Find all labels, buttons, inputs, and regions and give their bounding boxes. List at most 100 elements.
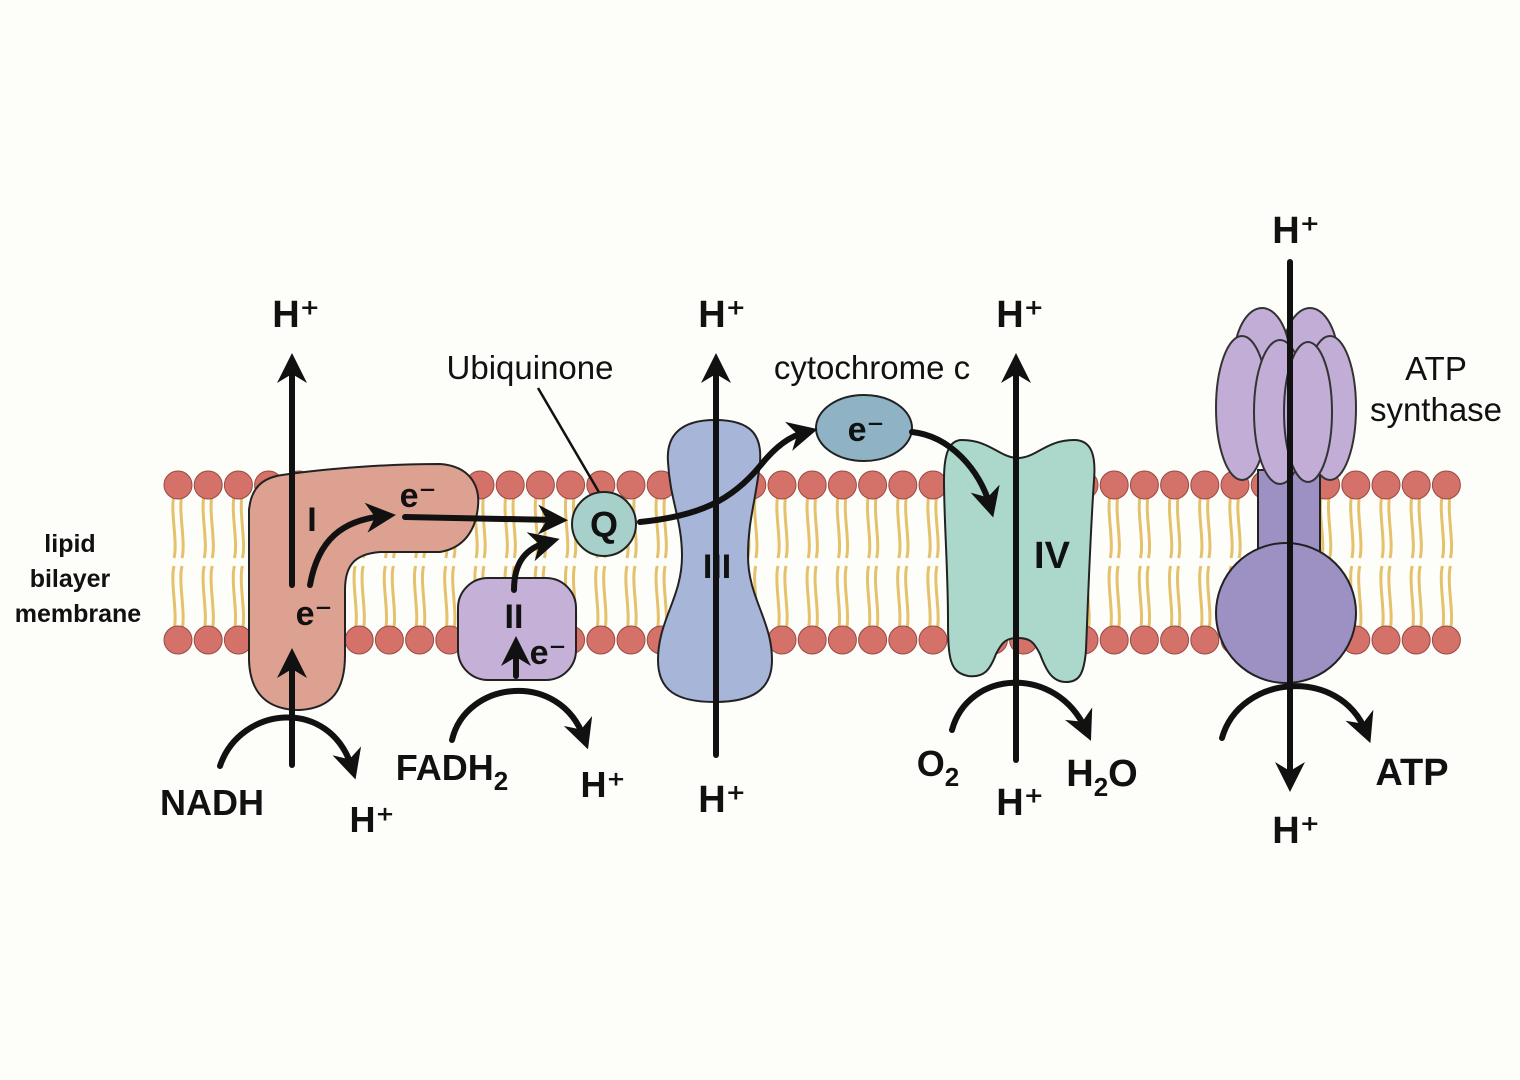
oxygen-label: O2 bbox=[917, 743, 959, 792]
lipid-tail bbox=[231, 565, 238, 631]
nadh-curve-arrow bbox=[217, 714, 362, 780]
lipid-head bbox=[344, 625, 374, 655]
lipid-tail bbox=[843, 565, 850, 631]
lipid-head bbox=[1371, 625, 1401, 655]
lipid-head bbox=[193, 470, 223, 500]
lipid-tail bbox=[1206, 494, 1212, 559]
lipid-head bbox=[797, 625, 827, 655]
complex-i-electron-top: e⁻ bbox=[400, 477, 437, 515]
lipid-tail bbox=[926, 494, 932, 559]
cytochrome-c-electron: e⁻ bbox=[848, 411, 885, 449]
membrane-label-line1: lipid bbox=[44, 530, 95, 558]
lipid-tail bbox=[451, 565, 457, 631]
water-label: H2O bbox=[1066, 753, 1137, 802]
lipid-tail bbox=[231, 494, 238, 559]
lipid-tail bbox=[1115, 494, 1121, 559]
lipid-head bbox=[223, 470, 253, 500]
lipid-head bbox=[1401, 625, 1431, 655]
membrane-label-line2: bilayer bbox=[30, 565, 111, 593]
lipid-head bbox=[556, 470, 586, 500]
lipid-tail bbox=[1167, 494, 1174, 559]
ubiquinone-pointer-line bbox=[536, 387, 602, 495]
nadh-label: NADH bbox=[160, 782, 264, 823]
lipid-tail bbox=[1145, 565, 1152, 631]
lipid-tail bbox=[420, 565, 427, 631]
lipid-tail bbox=[805, 565, 811, 631]
lipid-head bbox=[858, 625, 888, 655]
lipid-head bbox=[1190, 470, 1220, 500]
atp-synthase-label-line2: synthase bbox=[1370, 391, 1502, 428]
lipid-tail bbox=[1409, 494, 1415, 559]
cytochrome-c: cytochrome c e⁻ bbox=[774, 349, 970, 462]
lipid-head bbox=[1371, 470, 1401, 500]
lipid-head bbox=[797, 470, 827, 500]
water-o: O bbox=[1108, 753, 1138, 795]
lipid-tail bbox=[783, 565, 789, 631]
lipid-head bbox=[1431, 625, 1461, 655]
lipid-tail bbox=[412, 565, 419, 631]
fadh2-main: FADH bbox=[396, 747, 494, 788]
complex-i-proton-top: H⁺ bbox=[272, 294, 320, 336]
lipid-tail bbox=[1145, 494, 1152, 559]
complex-ii: II e⁻ bbox=[457, 577, 577, 681]
lipid-head bbox=[827, 470, 857, 500]
lipid-head bbox=[858, 470, 888, 500]
lipid-tail bbox=[1167, 565, 1174, 631]
lipid-tail bbox=[1175, 494, 1182, 559]
lipid-tail bbox=[865, 565, 872, 631]
lipid-tail bbox=[1198, 494, 1204, 559]
lipid-tail bbox=[1387, 565, 1393, 631]
complex-iv-proton-top: H⁺ bbox=[996, 294, 1044, 336]
complex-iv-proton-bottom: H⁺ bbox=[996, 782, 1044, 824]
lipid-head bbox=[1099, 470, 1129, 500]
lipid-tail bbox=[813, 565, 819, 631]
lipid-tail bbox=[1379, 494, 1385, 559]
lipid-head bbox=[616, 625, 646, 655]
lipid-tail bbox=[1137, 565, 1144, 631]
lipid-tail bbox=[1447, 494, 1454, 559]
lipid-head bbox=[1431, 470, 1461, 500]
complex-iv-label: IV bbox=[1034, 535, 1071, 577]
lipid-tail bbox=[1439, 565, 1446, 631]
ubiquinone-label: Ubiquinone bbox=[447, 349, 614, 386]
lipid-tail bbox=[511, 494, 517, 559]
cytochrome-c-label: cytochrome c bbox=[774, 349, 970, 386]
lipid-tail bbox=[813, 494, 819, 559]
complex-i-label: I bbox=[307, 501, 316, 539]
lipid-tail bbox=[1349, 494, 1355, 559]
lipid-tail bbox=[360, 565, 366, 631]
lipid-tail bbox=[904, 565, 910, 631]
lipid-head bbox=[888, 625, 918, 655]
complex-i-proton-bottom: H⁺ bbox=[350, 799, 395, 840]
lipid-tail bbox=[209, 494, 215, 559]
lipid-tail bbox=[1417, 494, 1423, 559]
complex-i-electron-arrow bbox=[307, 502, 396, 588]
atp-synthase-base bbox=[1215, 542, 1357, 684]
lipid-tail bbox=[896, 494, 902, 559]
lipid-tail bbox=[843, 494, 850, 559]
lipid-tail bbox=[352, 565, 358, 631]
lipid-tail bbox=[654, 565, 660, 631]
fadh2-curve-arrow bbox=[449, 688, 593, 750]
lipid-tail bbox=[201, 565, 207, 631]
lipid-tail bbox=[896, 565, 902, 631]
membrane-label: lipid bilayer membrane bbox=[15, 530, 142, 628]
lipid-tail bbox=[775, 565, 781, 631]
atp-synthase-proton-top: H⁺ bbox=[1272, 210, 1320, 252]
lipid-head bbox=[163, 470, 193, 500]
atp-synthase-head bbox=[1215, 307, 1357, 485]
lipid-tail bbox=[1439, 494, 1446, 559]
ubiquinone: Ubiquinone Q bbox=[447, 349, 637, 557]
lipid-tail bbox=[541, 494, 548, 559]
lipid-head bbox=[1341, 470, 1371, 500]
lipid-tail bbox=[201, 494, 207, 559]
lipid-head bbox=[525, 470, 555, 500]
lipid-tail bbox=[873, 565, 880, 631]
atp-synthase-subunit bbox=[1283, 341, 1333, 483]
lipid-tail bbox=[1175, 565, 1182, 631]
atp-production-arrow bbox=[1219, 683, 1374, 744]
lipid-tail bbox=[1236, 494, 1242, 559]
lipid-tail bbox=[1447, 565, 1454, 631]
lipid-tail bbox=[775, 494, 781, 559]
lipid-tail bbox=[1228, 494, 1234, 559]
